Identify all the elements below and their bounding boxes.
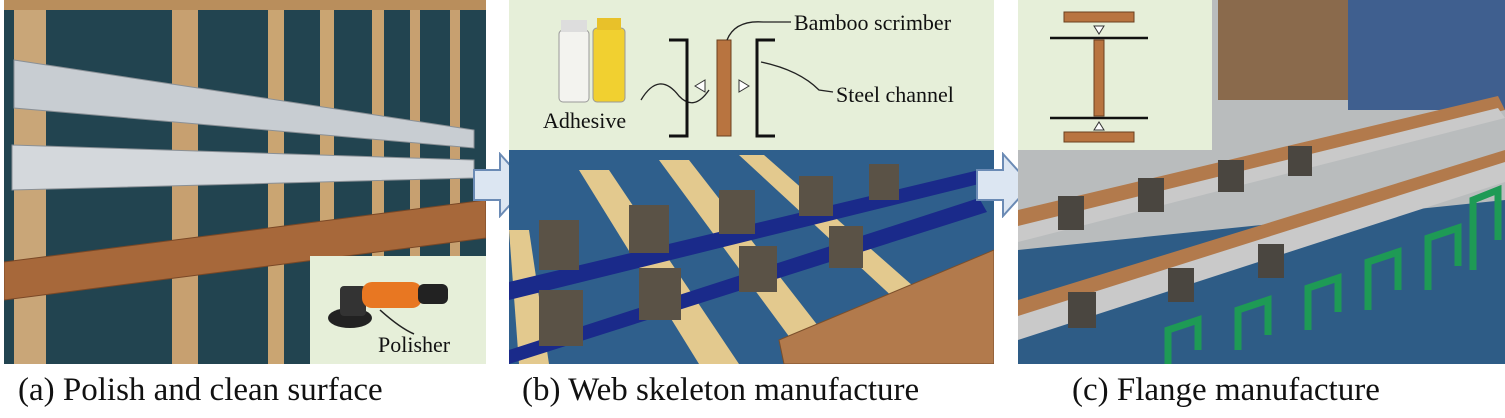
panel-c-photo xyxy=(1018,0,1505,364)
bamboo-scrimber-label: Bamboo scrimber xyxy=(794,10,952,35)
polisher-inset: Polisher xyxy=(310,256,486,364)
arrow-right-icon xyxy=(975,151,1033,223)
steel-channel-label: Steel channel xyxy=(836,82,954,107)
panel-b-photo: Adhesive Bamboo scrimber Steel channel xyxy=(509,0,994,364)
caption-a: (a) Polish and clean surface xyxy=(18,372,383,408)
adhesive-label: Adhesive xyxy=(543,108,626,133)
polisher-label: Polisher xyxy=(378,332,451,357)
panel-a-photo: Polisher xyxy=(4,0,486,364)
schematic-inset: Adhesive Bamboo scrimber Steel channel xyxy=(509,0,994,150)
caption-c: (c) Flange manufacture xyxy=(1072,372,1380,408)
caption-b: (b) Web skeleton manufacture xyxy=(522,372,920,408)
i-section-inset xyxy=(1018,0,1212,150)
